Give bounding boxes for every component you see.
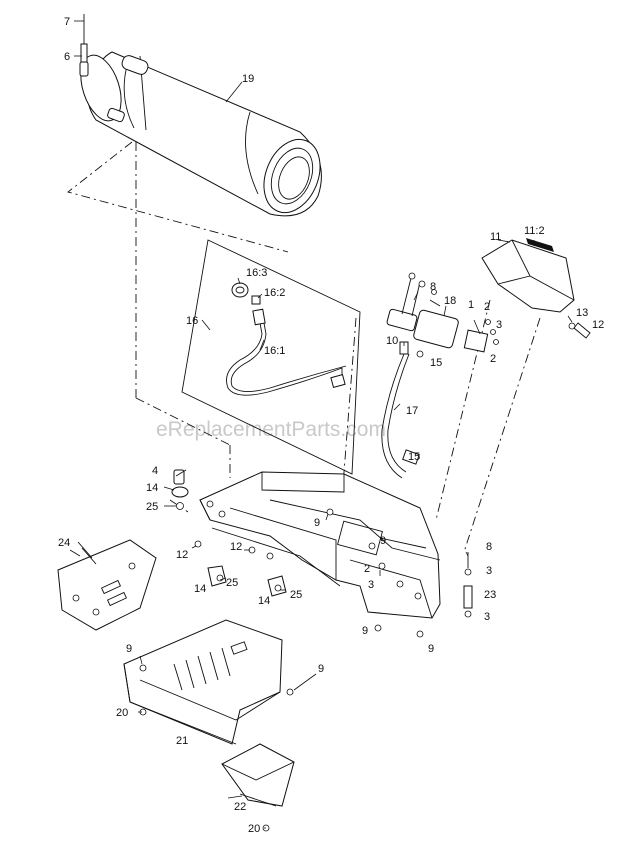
hardware-items (171, 469, 473, 638)
callout-25-a: 25 (146, 501, 158, 513)
callout-20-b: 20 (248, 823, 260, 835)
callout-14-c: 14 (258, 595, 270, 607)
callout-14-b: 14 (194, 583, 206, 595)
callout-2-b: 2 (490, 353, 496, 365)
callout-22: 22 (234, 801, 246, 813)
callout-12-a: 12 (176, 549, 188, 561)
callout-7: 7 (64, 16, 70, 28)
mount-bracket (57, 539, 157, 631)
callout-13: 13 (576, 307, 588, 319)
callout-18: 18 (444, 295, 456, 307)
callout-16-3: 16:3 (246, 267, 267, 279)
callout-16-2: 16:2 (264, 287, 285, 299)
callout-15-a: 15 (430, 357, 442, 369)
callout-25-b: 25 (226, 577, 238, 589)
callout-9-b: 9 (380, 535, 386, 547)
callout-8-right: 8 (486, 541, 492, 553)
callout-16: 16 (186, 315, 198, 327)
main-frame (199, 471, 441, 619)
callout-3-d: 3 (484, 611, 490, 623)
callout-4: 4 (152, 465, 158, 477)
hose-assembly (181, 239, 361, 475)
callout-25-c: 25 (290, 589, 302, 601)
callout-2-c: 2 (364, 563, 370, 575)
cover-bracket (481, 238, 591, 339)
callout-19: 19 (242, 73, 254, 85)
callout-3-b: 3 (368, 579, 374, 591)
callout-21: 21 (176, 735, 188, 747)
assembly-dash-lines (67, 141, 541, 553)
regulator-assembly (381, 272, 499, 479)
propane-tank (79, 14, 322, 217)
callout-9-c: 9 (362, 625, 368, 637)
callout-6: 6 (64, 51, 70, 63)
callout-14-a: 14 (146, 482, 158, 494)
callout-9-a: 9 (314, 517, 320, 529)
callout-11-2: 11:2 (524, 225, 545, 237)
callout-8-top: 8 (430, 281, 436, 293)
callout-3-a: 3 (496, 319, 502, 331)
lower-plate (221, 743, 295, 832)
callout-9-f: 9 (318, 663, 324, 675)
callout-16-1: 16:1 (264, 345, 285, 357)
callout-12-b: 12 (230, 541, 242, 553)
callout-9-e: 9 (126, 643, 132, 655)
callout-23: 23 (484, 589, 496, 601)
callout-15-b: 15 (408, 451, 420, 463)
callout-24: 24 (58, 537, 70, 549)
leader-lines (69, 20, 573, 829)
callout-9-d: 9 (428, 643, 434, 655)
callout-1: 1 (468, 299, 474, 311)
callout-17: 17 (406, 405, 418, 417)
callout-10: 10 (386, 335, 398, 347)
callout-11: 11 (490, 231, 501, 243)
callout-3-c: 3 (486, 565, 492, 577)
watermark-text: eReplacementParts.com (156, 418, 386, 441)
callout-12-right: 12 (592, 319, 604, 331)
callout-20-a: 20 (116, 707, 128, 719)
callout-labels: 7 6 19 16:3 16:2 16 16:1 11:2 11 13 12 8… (58, 16, 604, 835)
skid-plate (123, 619, 294, 745)
callout-2-a: 2 (484, 301, 490, 313)
